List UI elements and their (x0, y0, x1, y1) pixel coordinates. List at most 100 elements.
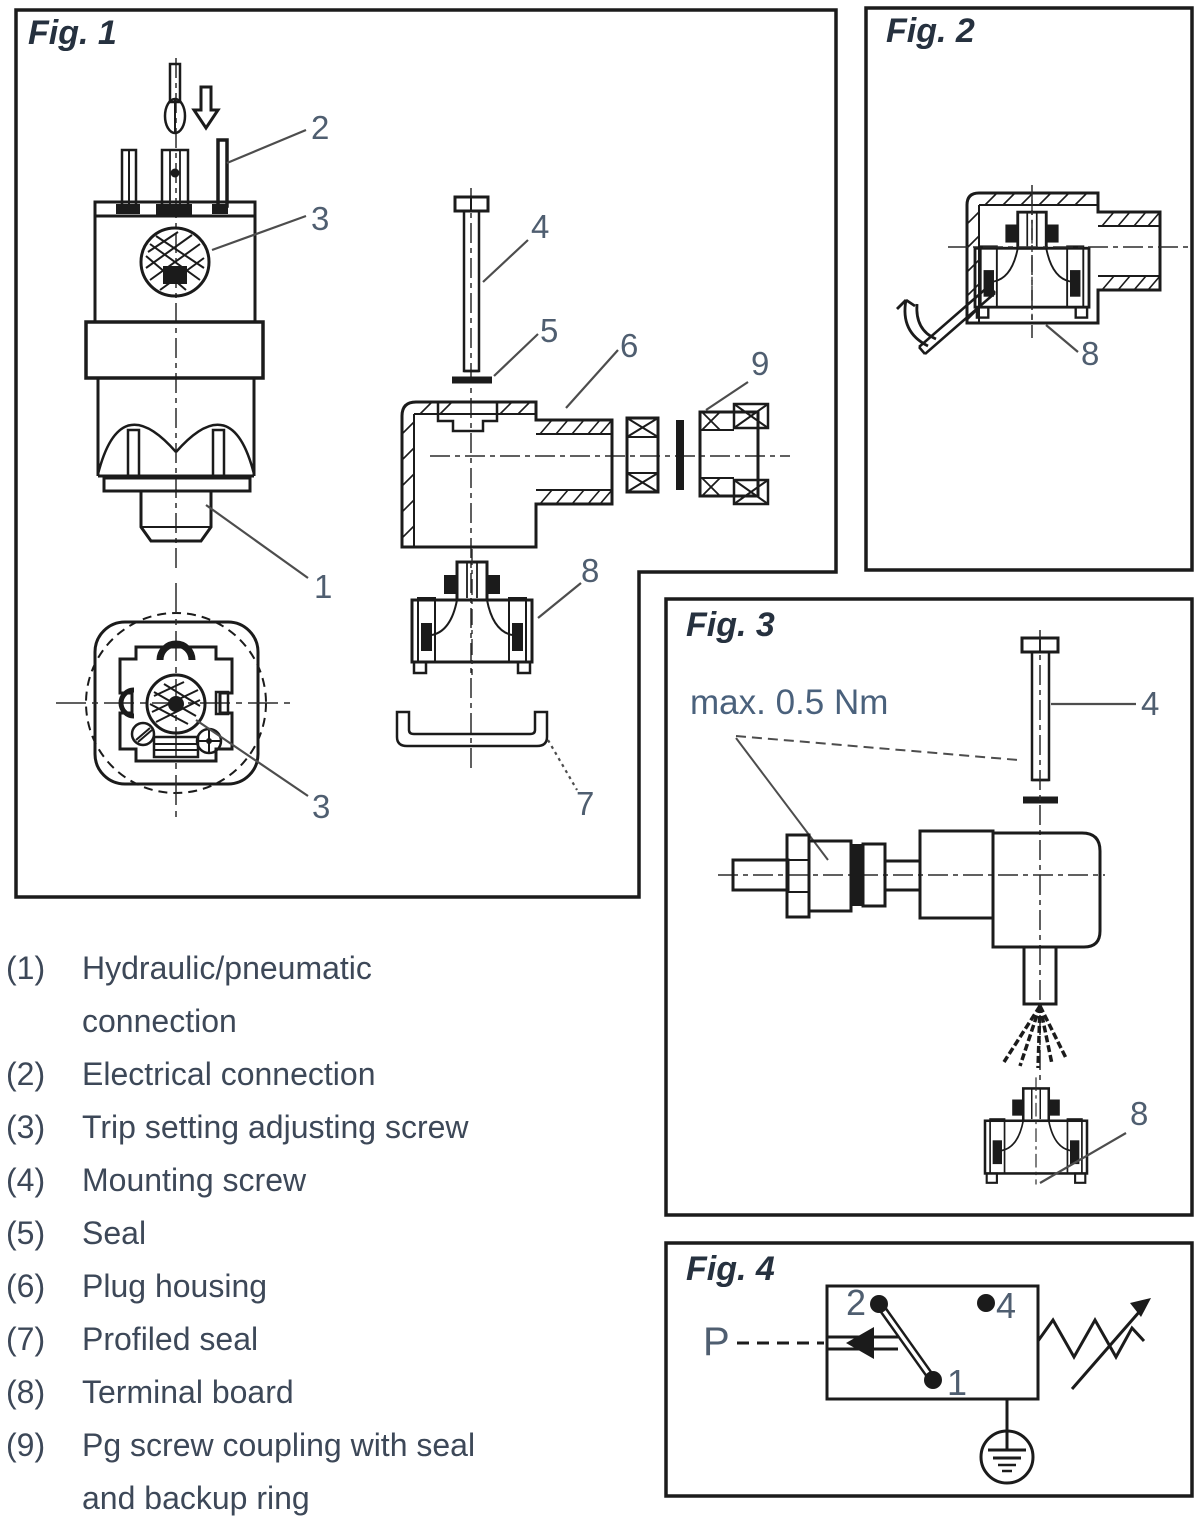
terminal-1-dot (924, 1371, 942, 1389)
leader-5 (493, 333, 539, 377)
adjustment-arrow (1070, 1298, 1151, 1390)
callout-5-seal: 5 (540, 312, 559, 349)
leader-3-bottom (195, 719, 309, 797)
legend-label: Pg screw coupling with seal (82, 1427, 476, 1463)
legend-item-4: (4) Mounting screw (6, 1154, 606, 1207)
terminal-1-label: 1 (947, 1362, 968, 1403)
port-p-label: P (703, 1320, 730, 1364)
legend-item-7: (7) Profiled seal (6, 1313, 606, 1366)
fig4-frame (664, 1241, 1194, 1498)
fig3-title: Fig. 3 (686, 606, 775, 644)
callout-3-trip-screw-bottom: 3 (312, 788, 331, 825)
fig2-frame (864, 6, 1194, 572)
terminal-4-label: 4 (996, 1285, 1017, 1326)
leader-8 (537, 582, 582, 619)
fig2-housing-section (896, 185, 1188, 355)
fig3-assembly (718, 630, 1136, 1186)
leader-3 (211, 214, 307, 252)
legend-num: (9) (6, 1427, 46, 1463)
fig1-connector-bottom-view (56, 583, 309, 823)
fig1-switch-side-view (84, 58, 309, 579)
hydraulic-stud (102, 476, 252, 543)
electrical-pins (120, 138, 229, 208)
terminal-2-label: 2 (846, 1282, 867, 1323)
legend-item-8: (8) Terminal board (6, 1366, 606, 1419)
legend-label-cont: connection (82, 1003, 237, 1039)
fig4-title: Fig. 4 (686, 1250, 775, 1288)
legend-label: Plug housing (82, 1268, 268, 1304)
legend-item-3: (3) Trip setting adjusting screw (6, 1101, 606, 1154)
fig1-frame (14, 8, 838, 899)
legend-num: (3) (6, 1109, 46, 1145)
fig1-title: Fig. 1 (28, 14, 117, 52)
plug-housing-part (400, 400, 614, 549)
trip-adjusting-screw-bottom (145, 673, 207, 735)
press-down-arrow-icon (191, 85, 221, 131)
assembled-switch (731, 829, 1102, 949)
fig3-callout-4-mounting-screw: 4 (1141, 685, 1160, 722)
leader-4 (482, 239, 529, 283)
legend-label: Terminal board (82, 1374, 294, 1410)
keyway-bump (156, 640, 196, 661)
earth-ground-symbol (979, 1399, 1035, 1485)
legend-label: Trip setting adjusting screw (82, 1109, 469, 1145)
terminal-board-part (410, 547, 534, 677)
legend-num: (7) (6, 1321, 46, 1357)
fig1-exploded-plug (395, 188, 790, 791)
leader-7 (547, 739, 578, 791)
fig4-circuit-symbol (737, 1284, 1151, 1485)
fig3-callout-8-terminal-board: 8 (1130, 1095, 1149, 1132)
legend-label: Mounting screw (82, 1162, 307, 1198)
pressure-inlet-arrow (827, 1327, 898, 1359)
pg-coupling-parts (625, 402, 770, 506)
leader-9 (705, 381, 749, 411)
legend-label-cont: and backup ring (82, 1480, 310, 1516)
fig2-title: Fig. 2 (886, 12, 975, 50)
legend-num: (2) (6, 1056, 46, 1092)
legend-label: Seal (82, 1215, 147, 1251)
rotate-arrow-icon (896, 298, 937, 348)
callout-3-trip-screw-side: 3 (311, 200, 330, 237)
callout-8-terminal-board: 8 (581, 552, 600, 589)
leader-6 (565, 349, 619, 409)
torque-note: max. 0.5 Nm (690, 683, 889, 722)
leader-1 (205, 504, 309, 579)
screwdriver-icon (163, 62, 187, 135)
callout-1-hydraulic-connection: 1 (314, 568, 333, 605)
mounting-screw-part (453, 195, 490, 373)
adjustable-spring-symbol (1036, 1316, 1146, 1361)
switch-symbol-box (825, 1284, 1040, 1401)
fig3-frame (664, 597, 1194, 1217)
trip-adjusting-screw-cutaway (139, 226, 211, 298)
callout-7-profiled-seal: 7 (576, 785, 595, 822)
legend-item-6: (6) Plug housing (6, 1260, 606, 1313)
callout-6-plug-housing: 6 (620, 327, 639, 364)
terminal-4-dot (977, 1294, 995, 1312)
legend-item-9: (9) Pg screw coupling with seal and backu… (6, 1419, 606, 1525)
leader-2 (226, 128, 307, 165)
hex-section (96, 378, 256, 478)
terminal-2-dot (870, 1295, 888, 1313)
cable-with-wires (1002, 945, 1068, 1069)
switch-lever (875, 1301, 937, 1383)
leader-8 (1039, 1132, 1127, 1184)
legend-label: Electrical connection (82, 1056, 376, 1092)
legend-num: (8) (6, 1374, 46, 1410)
callout-9-pg-coupling: 9 (751, 345, 770, 382)
legend-num: (4) (6, 1162, 46, 1198)
legend-num: (5) (6, 1215, 46, 1251)
fig2-callout-8-terminal-board: 8 (1081, 335, 1100, 372)
switch-body (84, 200, 265, 380)
legend-item-2: (2) Electrical connection (6, 1048, 606, 1101)
legend-label: Profiled seal (82, 1321, 259, 1357)
legend-num: (6) (6, 1268, 46, 1304)
profiled-seal-part (395, 710, 549, 748)
callout-2-electrical-connection: 2 (311, 109, 330, 146)
legend-label: Hydraulic/pneumatic (82, 950, 372, 986)
callout-4-mounting-screw: 4 (531, 208, 550, 245)
torque-leader-dashed (735, 735, 1019, 761)
